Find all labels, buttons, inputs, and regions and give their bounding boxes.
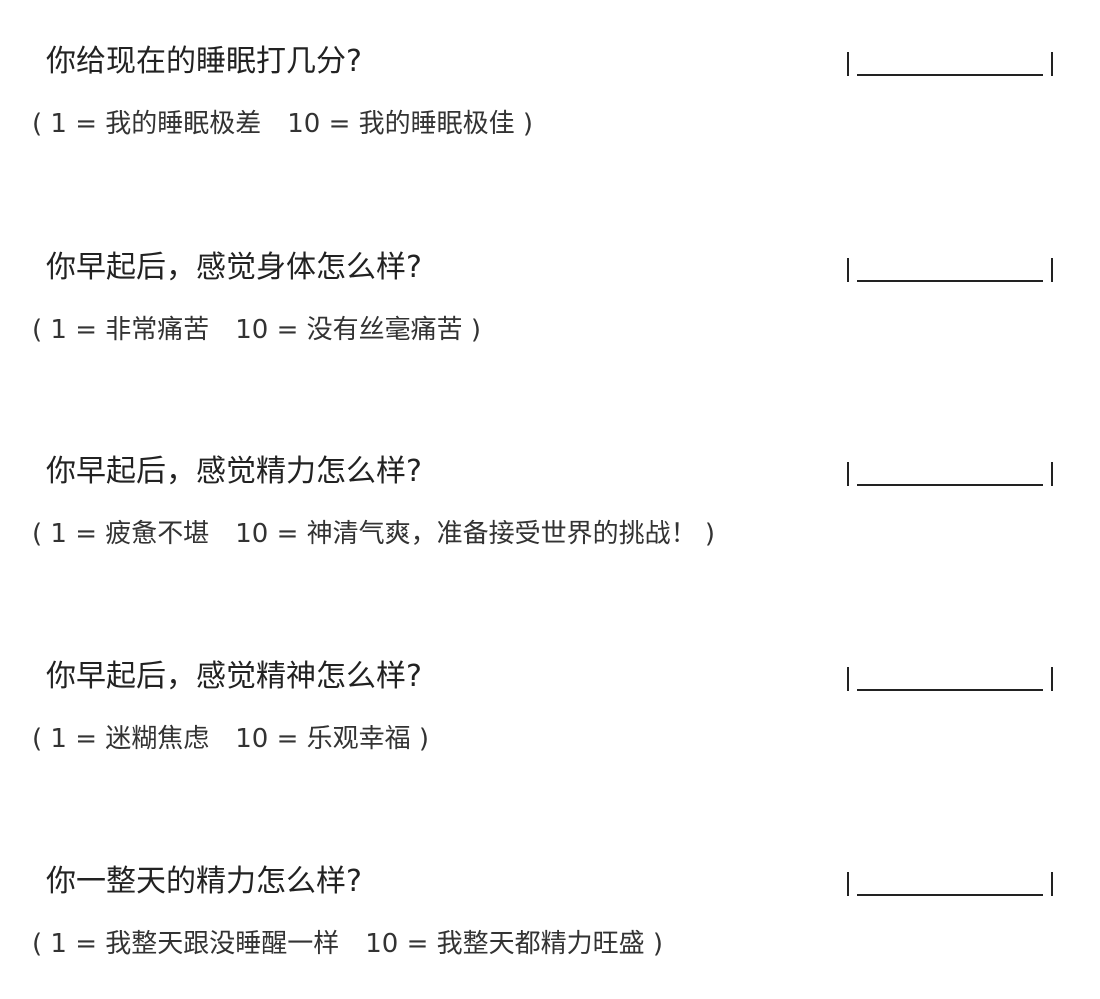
question-title: 你给现在的睡眠打几分?: [46, 44, 362, 79]
question-title: 你早起后，感觉精神怎么样?: [46, 659, 422, 694]
blank-left-bar: [847, 872, 849, 896]
question-title: 你早起后，感觉身体怎么样?: [46, 250, 422, 285]
blank-underline: [857, 280, 1043, 282]
blank-underline: [857, 689, 1043, 691]
blank-left-bar: [847, 667, 849, 691]
scale-low-label: ( 1 = 我整天跟没睡醒一样: [32, 929, 340, 959]
blank-left-bar: [847, 462, 849, 486]
scale-description: ( 1 = 迷糊焦虑 10 = 乐观幸福 ): [32, 723, 429, 755]
scale-description: ( 1 = 我整天跟没睡醒一样 10 = 我整天都精力旺盛 ): [32, 928, 663, 960]
scale-description: ( 1 = 非常痛苦 10 = 没有丝毫痛苦 ): [32, 314, 481, 346]
blank-left-bar: [847, 258, 849, 282]
answer-blank[interactable]: [847, 252, 1053, 286]
answer-blank[interactable]: [847, 661, 1053, 695]
blank-underline: [857, 484, 1043, 486]
scale-low-label: ( 1 = 我的睡眠极差: [32, 109, 262, 139]
question-body-feeling: 你早起后，感觉身体怎么样? ( 1 = 非常痛苦 10 = 没有丝毫痛苦 ): [0, 250, 1100, 370]
blank-right-bar: [1051, 462, 1053, 486]
scale-low-label: ( 1 = 疲惫不堪: [32, 519, 210, 549]
answer-blank[interactable]: [847, 46, 1053, 80]
question-daily-energy: 你一整天的精力怎么样? ( 1 = 我整天跟没睡醒一样 10 = 我整天都精力旺盛…: [0, 864, 1100, 984]
question-title: 你一整天的精力怎么样?: [46, 864, 362, 899]
question-sleep-score: 你给现在的睡眠打几分? ( 1 = 我的睡眠极差 10 = 我的睡眠极佳 ): [0, 44, 1100, 164]
scale-high-label: 10 = 乐观幸福 ): [235, 724, 430, 754]
blank-left-bar: [847, 52, 849, 76]
scale-high-label: 10 = 我整天都精力旺盛 ): [365, 929, 664, 959]
question-title: 你早起后，感觉精力怎么样?: [46, 454, 422, 489]
answer-blank[interactable]: [847, 456, 1053, 490]
scale-description: ( 1 = 我的睡眠极差 10 = 我的睡眠极佳 ): [32, 108, 533, 140]
scale-high-label: 10 = 神清气爽，准备接受世界的挑战！ ): [235, 519, 716, 549]
blank-right-bar: [1051, 258, 1053, 282]
scale-description: ( 1 = 疲惫不堪 10 = 神清气爽，准备接受世界的挑战！ ): [32, 518, 715, 550]
blank-right-bar: [1051, 667, 1053, 691]
blank-right-bar: [1051, 872, 1053, 896]
answer-blank[interactable]: [847, 866, 1053, 900]
blank-right-bar: [1051, 52, 1053, 76]
question-energy-feeling: 你早起后，感觉精力怎么样? ( 1 = 疲惫不堪 10 = 神清气爽，准备接受世界…: [0, 454, 1100, 574]
scale-low-label: ( 1 = 迷糊焦虑: [32, 724, 210, 754]
blank-underline: [857, 894, 1043, 896]
scale-high-label: 10 = 没有丝毫痛苦 ): [235, 315, 482, 345]
scale-low-label: ( 1 = 非常痛苦: [32, 315, 210, 345]
scale-high-label: 10 = 我的睡眠极佳 ): [287, 109, 534, 139]
question-mood-feeling: 你早起后，感觉精神怎么样? ( 1 = 迷糊焦虑 10 = 乐观幸福 ): [0, 659, 1100, 779]
blank-underline: [857, 74, 1043, 76]
